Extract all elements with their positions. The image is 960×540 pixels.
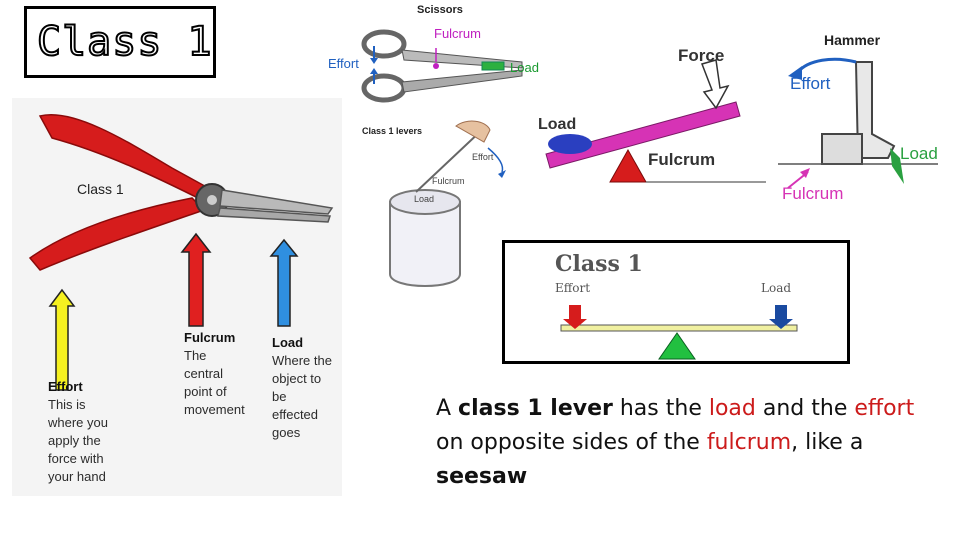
pliers-effort-heading: Effort <box>48 378 108 396</box>
paint-can-effort-label: Effort <box>472 152 493 162</box>
diagram-title: Class 1 <box>555 251 643 277</box>
pliers-fulcrum-line: movement <box>184 401 245 419</box>
scissors-title: Scissors <box>417 4 463 16</box>
caption-segment: and the <box>756 396 854 421</box>
diagram-effort-label: Effort <box>555 281 590 295</box>
pliers-load-heading: Load <box>272 334 332 352</box>
pliers-load-line: object to <box>272 370 332 388</box>
pliers-effort-text: Effort This is where you apply the force… <box>48 378 108 486</box>
pliers-load-line: goes <box>272 424 332 442</box>
caption-text: A class 1 lever has the load and the eff… <box>436 392 936 494</box>
pliers-effort-line: where you <box>48 414 108 432</box>
caption-segment: A <box>436 396 458 421</box>
caption-segment: , like a <box>791 430 863 455</box>
hammer-image <box>778 26 948 206</box>
pliers-load-line: Where the <box>272 352 332 370</box>
pliers-fulcrum-line: point of <box>184 383 245 401</box>
hammer-title: Hammer <box>824 32 880 48</box>
diagram-load-label: Load <box>761 281 791 295</box>
seesaw-force-label: Force <box>678 46 724 66</box>
pliers-fulcrum-line: central <box>184 365 245 383</box>
caption-load: load <box>709 396 756 421</box>
hammer-fulcrum-label: Fulcrum <box>782 184 843 204</box>
scissors-fulcrum-label: Fulcrum <box>434 26 481 41</box>
pliers-effort-line: apply the <box>48 432 108 450</box>
pliers-load-text: Load Where the object to be effected goe… <box>272 334 332 442</box>
scissors-panel: Scissors Fulcrum Effort Load <box>322 0 552 104</box>
caption-fulcrum: fulcrum <box>707 430 791 455</box>
pliers-class-label: Class 1 <box>77 180 124 198</box>
seesaw-load-label: Load <box>538 116 576 134</box>
paint-can-panel: Class 1 levers Effort Fulcrum Load <box>356 118 516 298</box>
pliers-load-line: be <box>272 388 332 406</box>
class1-diagram: Class 1 Effort Load <box>502 240 850 364</box>
paint-can-image <box>356 118 516 298</box>
paint-can-load-label: Load <box>414 194 434 204</box>
hammer-effort-label: Effort <box>790 74 830 94</box>
pliers-effort-line: This is <box>48 396 108 414</box>
force-seesaw-panel: Force Load Fulcrum <box>530 40 770 190</box>
title-box: Class 1 <box>24 6 216 78</box>
caption-segment: has the <box>613 396 709 421</box>
page-title: Class 1 <box>37 19 213 65</box>
pliers-panel: Class 1 Effort This is where you apply t… <box>12 98 342 496</box>
pliers-load-line: effected <box>272 406 332 424</box>
scissors-effort-label: Effort <box>328 56 359 71</box>
caption-seesaw: seesaw <box>436 464 527 489</box>
paint-can-fulcrum-label: Fulcrum <box>432 176 465 186</box>
seesaw-fulcrum-label: Fulcrum <box>648 150 715 170</box>
hammer-load-label: Load <box>900 144 938 164</box>
pliers-fulcrum-heading: Fulcrum <box>184 329 245 347</box>
pliers-effort-line: force with <box>48 450 108 468</box>
pliers-fulcrum-line: The <box>184 347 245 365</box>
paint-can-title: Class 1 levers <box>362 126 422 136</box>
pliers-fulcrum-text: Fulcrum The central point of movement <box>184 329 245 419</box>
caption-effort: effort <box>854 396 914 421</box>
hammer-panel: Hammer Effort Load Fulcrum <box>778 26 948 206</box>
caption-segment: on opposite sides of the <box>436 430 707 455</box>
caption-class-lever: class 1 lever <box>458 396 613 421</box>
pliers-effort-line: your hand <box>48 468 108 486</box>
